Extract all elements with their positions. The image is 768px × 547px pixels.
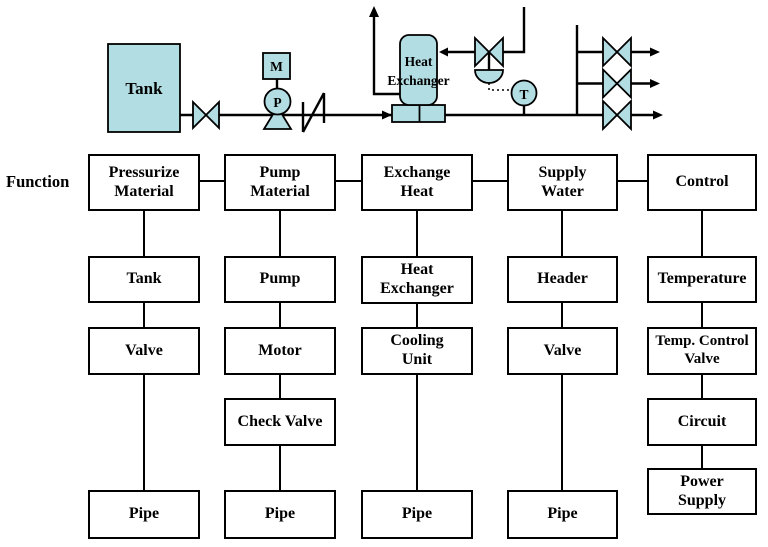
temperature-sensor-icon: T [510,79,538,115]
function-axis-label: Function [6,172,70,191]
connector-line [701,303,703,327]
heat-exchanger-vessel: Heat Exchanger [387,34,450,106]
function-box-control: Control [647,154,757,211]
connector-line [143,211,145,256]
tank-label: Tank [125,79,163,98]
component-box-temp-control-valve: Temp. Control Valve [647,327,757,375]
component-box-pipe: Pipe [88,490,200,539]
heat-exchanger-label-line2: Exchanger [387,73,449,88]
component-box-pipe: Pipe [507,490,618,539]
component-box-cooling-unit: Cooling Unit [361,327,473,375]
component-box-tank: Tank [88,256,200,303]
header-branch-top [577,35,660,69]
pump-icon: P [262,87,293,130]
left-arrow-icon [439,47,448,57]
connector-line [618,180,647,182]
function-box-supply-water: Supply Water [507,154,618,211]
inlet-arrow-icon [382,110,392,120]
component-box-valve: Valve [88,327,200,375]
connector-line [279,211,281,256]
process-flow-diagram: Tank M P Heat [107,6,663,133]
tank-symbol: Tank [107,43,181,133]
function-box-pressurize-material: Pressurize Material [88,154,200,211]
gate-valve-icon [192,99,220,131]
connector-line [473,180,507,182]
right-arrow-icon [650,47,660,57]
connector-line [416,375,418,490]
connector-line [143,303,145,327]
connector-line [701,446,703,468]
connector-line [336,180,361,182]
header-branch-bottom [577,98,663,132]
signal-dashed-line [488,83,510,91]
heat-exchanger-label-line1: Heat [405,54,433,69]
motor-label: M [270,59,283,74]
connector-line [561,375,563,490]
connector-line [561,211,563,256]
branch-valve-icon [602,35,619,69]
connector-line [279,446,281,490]
right-arrow-icon [650,79,660,88]
component-box-temperature: Temperature [647,256,757,303]
connector-line [200,180,224,182]
temp-control-valve-icon [474,35,504,84]
pump-label: P [273,95,281,110]
connector-line [701,211,703,256]
component-box-header: Header [507,256,618,303]
connector-line [561,303,563,327]
check-valve-icon [301,92,326,133]
function-box-exchange-heat: Exchange Heat [361,154,473,211]
supply-drop-pipe [503,7,526,54]
diaphragm-actuator-icon [474,69,504,84]
branch-valve-icon [602,67,619,100]
up-arrow-icon [369,6,379,17]
component-box-circuit: Circuit [647,398,757,446]
component-box-motor: Motor [224,327,336,375]
component-box-heat-exchanger: Heat Exchanger [361,256,473,304]
component-box-valve: Valve [507,327,618,375]
component-box-check-valve: Check Valve [224,398,336,446]
component-box-pump: Pump [224,256,336,303]
branch-valve-icon [602,98,619,132]
motor-icon: M [262,52,291,80]
connector-line [143,375,145,490]
component-box-power-supply: Power Supply [647,468,757,515]
connector-line [701,375,703,398]
temp-sensor-label: T [519,87,528,102]
component-box-pipe: Pipe [361,490,473,539]
function-box-pump-material: Pump Material [224,154,336,211]
connector-line [416,304,418,327]
connector-line [279,375,281,398]
component-box-pipe: Pipe [224,490,336,539]
header-branch-middle [577,67,660,100]
connector-line [279,303,281,327]
outlet-up-pipe [372,15,400,96]
heat-exchanger-base [391,104,446,123]
connector-line [416,211,418,256]
right-arrow-icon [653,110,663,120]
